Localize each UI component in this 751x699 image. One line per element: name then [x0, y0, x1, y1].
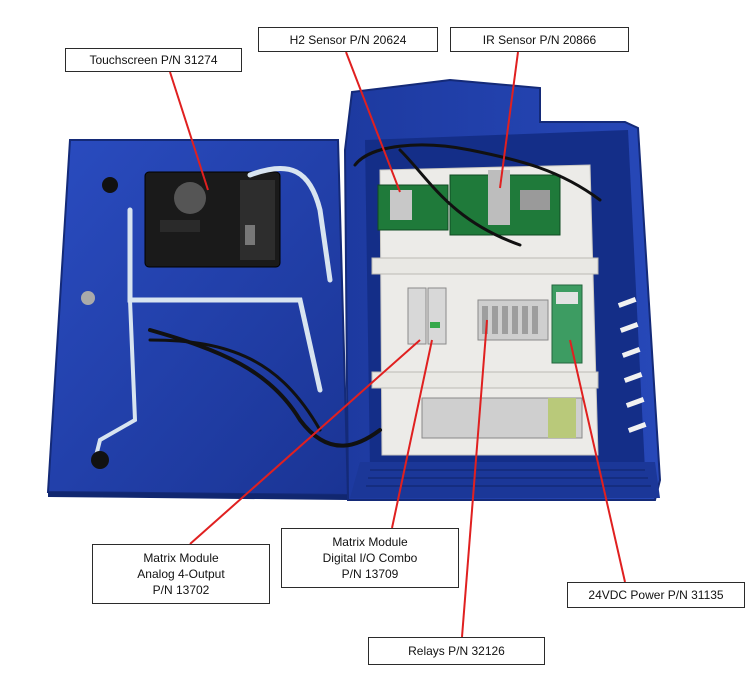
ir-sensor-label: IR Sensor P/N 20866 [450, 27, 629, 52]
digital-module-label: Matrix Module Digital I/O Combo P/N 1370… [281, 528, 459, 588]
touchscreen-unit [144, 171, 281, 268]
relays-label: Relays P/N 32126 [368, 637, 545, 665]
leader-analog [189, 339, 421, 545]
leader-digital [391, 339, 433, 529]
touchscreen-label-text: Touchscreen P/N 31274 [89, 53, 218, 67]
analog-module-label: Matrix Module Analog 4-Output P/N 13702 [92, 544, 270, 604]
analog-module-line2: Analog 4-Output [137, 567, 225, 581]
touchscreen-label: Touchscreen P/N 31274 [65, 48, 242, 72]
h2-sensor-label-text: H2 Sensor P/N 20624 [289, 32, 407, 47]
power-supply-label-text: 24VDC Power P/N 31135 [588, 588, 724, 602]
door-wiring [81, 143, 602, 469]
matrix-modules [407, 287, 447, 345]
leader-power [569, 339, 626, 583]
analog-module-line1: Matrix Module [143, 551, 219, 565]
sensor-boards [377, 170, 561, 236]
digital-module-line2: Digital I/O Combo [322, 551, 418, 565]
leader-lines [169, 51, 626, 638]
digital-module-line1: Matrix Module [332, 535, 408, 549]
din-rails [371, 257, 599, 389]
ir-sensor-label-text: IR Sensor P/N 20866 [482, 32, 597, 47]
analog-module-line3: P/N 13702 [152, 583, 210, 597]
leader-ir-sensor [499, 51, 519, 189]
leader-h2-sensor [345, 51, 401, 193]
power-supply-label: 24VDC Power P/N 31135 [567, 582, 745, 608]
digital-module-line3: P/N 13709 [341, 567, 399, 581]
h2-sensor-label: H2 Sensor P/N 20624 [258, 27, 438, 52]
relay-terminal-blocks [421, 299, 583, 439]
leader-relays [461, 319, 488, 638]
leader-touchscreen [169, 71, 209, 191]
relays-label-text: Relays P/N 32126 [408, 644, 505, 658]
power-supply [551, 284, 583, 364]
